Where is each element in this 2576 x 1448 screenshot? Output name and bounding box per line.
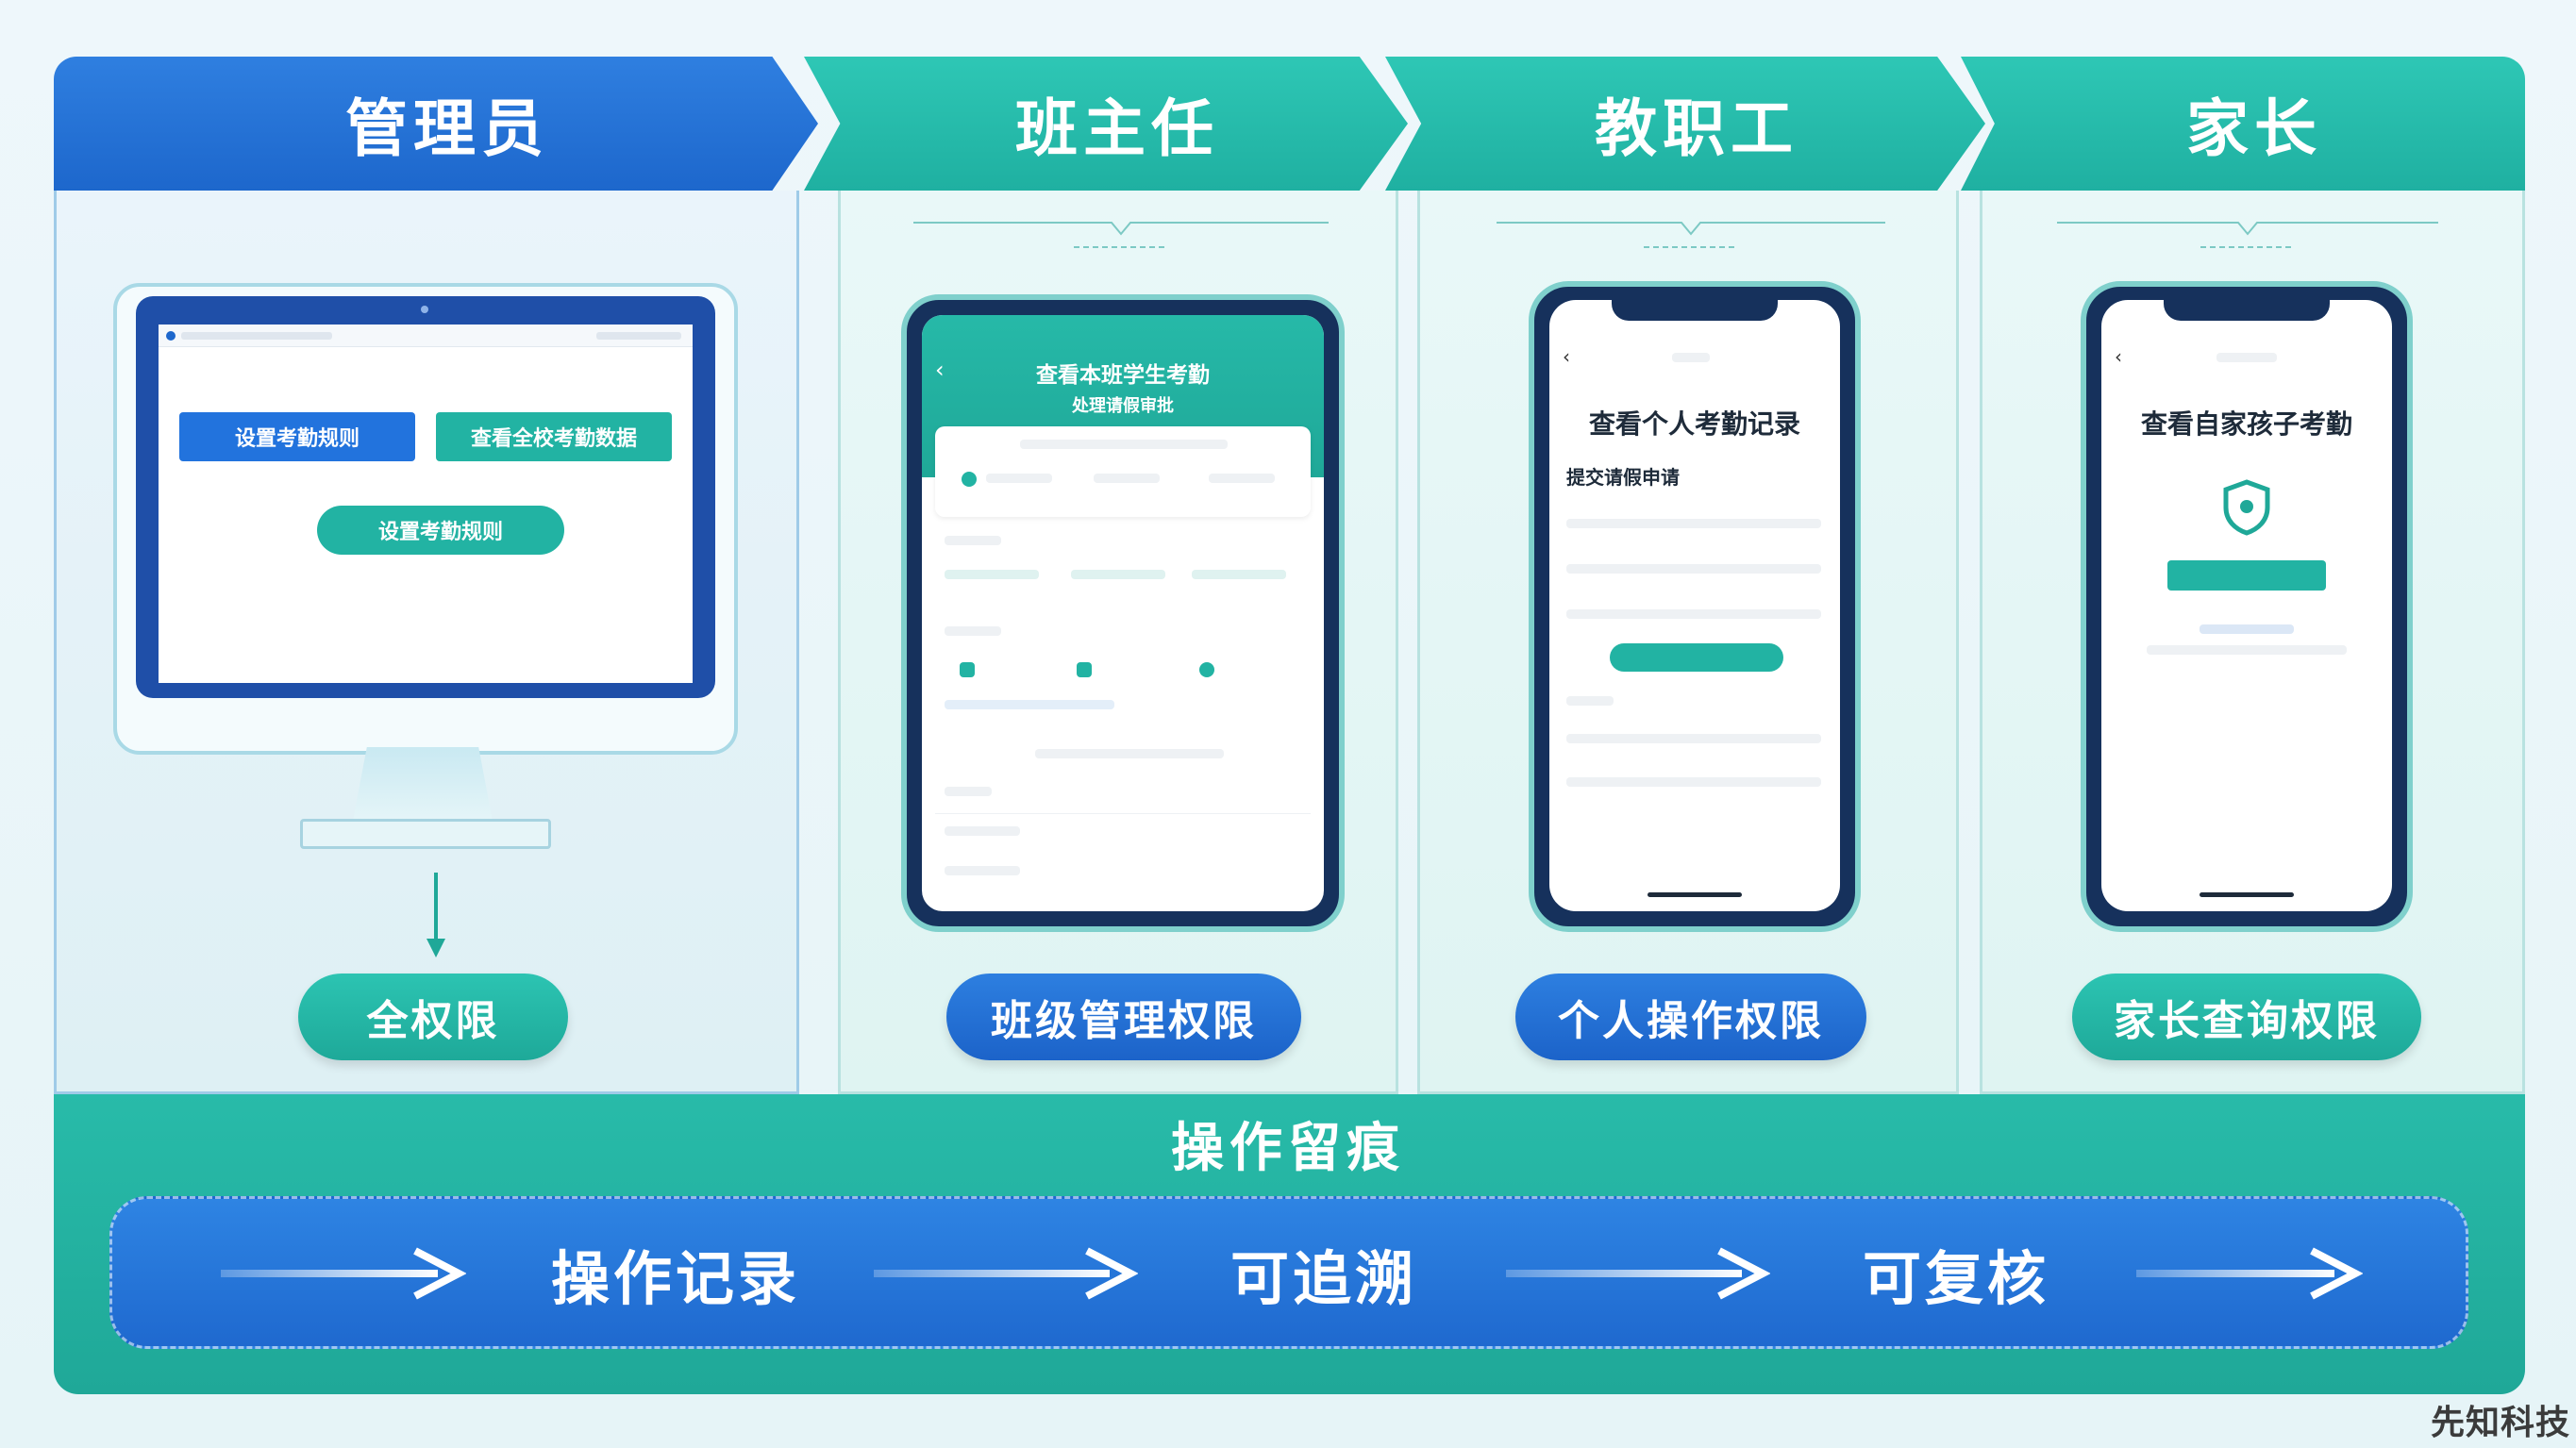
parent-phone: ‹ 查看自家孩子考勤 [2081, 281, 2413, 932]
parent-action-button[interactable] [2167, 560, 2326, 591]
role-label-parent: 家长 [2186, 92, 2322, 165]
view-school-data-button[interactable]: 查看全校考勤数据 [436, 412, 672, 461]
home-indicator [1648, 892, 1742, 897]
decorative-divider [2057, 219, 2438, 257]
role-label-staff: 教职工 [1595, 92, 1798, 165]
list-item[interactable] [945, 826, 1020, 836]
app-menu-placeholder [596, 332, 681, 340]
permission-pill-parent: 家长查询权限 [2072, 974, 2421, 1060]
monitor-stand-neck [353, 747, 493, 821]
summary-line [1020, 440, 1228, 449]
teacher-tablet-screen: ‹ 查看本班学生考勤 处理请假审批 [922, 315, 1324, 911]
admin-app-window: 设置考勤规则 查看全校考勤数据 设置考勤规则 [159, 325, 693, 683]
teacher-screen-subtitle: 处理请假审批 [1072, 396, 1174, 416]
staff-screen-title: 查看个人考勤记录 [1588, 408, 1800, 440]
decorative-divider [913, 219, 1329, 257]
back-chevron-icon[interactable]: ‹ [935, 357, 945, 383]
camera-dot [421, 306, 428, 313]
stat-line [1094, 474, 1160, 483]
permission-pill-admin: 全权限 [298, 974, 568, 1060]
section-heading-line [945, 626, 1001, 636]
parent-screen-title: 查看自家孩子考勤 [2140, 408, 2352, 440]
nav-title-line [1672, 353, 1710, 362]
stat-icon [962, 472, 977, 487]
action-icon[interactable] [1199, 662, 1214, 677]
list-item[interactable] [1566, 777, 1821, 787]
staff-phone: ‹ 查看个人考勤记录 提交请假申请 [1529, 281, 1861, 932]
back-chevron-icon[interactable]: ‹ [2115, 345, 2122, 368]
arrow-right-icon [1506, 1247, 1770, 1300]
arrow-down-icon [427, 873, 445, 957]
role-header-parent: 家长 [1961, 57, 2525, 191]
trace-flow [109, 1196, 2468, 1349]
list-separator [935, 813, 1311, 814]
back-chevron-icon[interactable]: ‹ [1563, 345, 1570, 368]
filter-chip[interactable] [945, 570, 1039, 579]
set-rules-button[interactable]: 设置考勤规则 [179, 412, 415, 461]
arrow-right-icon [221, 1247, 466, 1300]
app-title-placeholder [181, 332, 332, 340]
stat-line [1209, 474, 1275, 483]
note-line [2147, 645, 2347, 655]
arrow-right-icon [874, 1247, 1138, 1300]
home-indicator [2200, 892, 2294, 897]
role-label-admin: 管理员 [345, 92, 549, 165]
phone-notch [2164, 300, 2330, 321]
staff-phone-screen: ‹ 查看个人考勤记录 提交请假申请 [1549, 300, 1840, 911]
filter-chip[interactable] [1192, 570, 1286, 579]
role-header-admin: 管理员 [54, 57, 818, 191]
list-item[interactable] [1566, 734, 1821, 743]
form-line [1566, 519, 1821, 528]
action-icon[interactable] [1077, 662, 1092, 677]
admin-monitor: 设置考勤规则 查看全校考勤数据 设置考勤规则 [113, 283, 738, 755]
app-logo-icon [166, 331, 176, 341]
nav-title-line [2216, 353, 2277, 362]
phone-notch [1612, 300, 1778, 321]
permission-pill-teacher: 班级管理权限 [946, 974, 1301, 1060]
decorative-divider [1497, 219, 1885, 257]
monitor-stand-base [300, 819, 551, 849]
filter-row [945, 562, 1303, 587]
arrow-right-icon [2136, 1247, 2363, 1300]
trace-title: 操作留痕 [1171, 1118, 1405, 1179]
section-heading-line [1566, 696, 1614, 706]
role-header-staff: 教职工 [1385, 57, 1985, 191]
trace-step-traceable: 可追溯 [1230, 1244, 1418, 1313]
monitor-screen: 设置考勤规则 查看全校考勤数据 设置考勤规则 [136, 296, 715, 698]
submit-button[interactable] [1610, 643, 1783, 672]
role-header-teacher: 班主任 [804, 57, 1408, 191]
stat-line [986, 474, 1052, 483]
watermark: 先知科技 [2430, 1404, 2570, 1442]
trace-step-reviewable: 可复核 [1863, 1244, 2050, 1313]
list-heading-line [945, 787, 992, 796]
action-row [945, 658, 1303, 683]
set-rules-button-secondary[interactable]: 设置考勤规则 [317, 506, 564, 555]
parent-phone-screen: ‹ 查看自家孩子考勤 [2101, 300, 2392, 911]
permission-pill-staff: 个人操作权限 [1515, 974, 1866, 1060]
list-item[interactable] [945, 866, 1020, 875]
staff-screen-subtitle: 提交请假申请 [1566, 466, 1680, 489]
app-topbar [159, 325, 693, 347]
note-line [2200, 624, 2294, 634]
form-field[interactable] [1566, 564, 1821, 574]
filter-chip[interactable] [1071, 570, 1165, 579]
summary-card [935, 426, 1311, 517]
role-label-teacher: 班主任 [1015, 92, 1219, 165]
teacher-tablet: ‹ 查看本班学生考勤 处理请假审批 [901, 294, 1345, 932]
note-line [945, 700, 1114, 709]
shield-icon [2223, 479, 2270, 536]
form-field[interactable] [1566, 609, 1821, 619]
action-icon[interactable] [960, 662, 975, 677]
section-heading-line [945, 536, 1001, 545]
teacher-screen-title: 查看本班学生考勤 [1036, 363, 1210, 388]
trace-step-record: 操作记录 [551, 1244, 801, 1313]
info-line [1035, 749, 1224, 758]
